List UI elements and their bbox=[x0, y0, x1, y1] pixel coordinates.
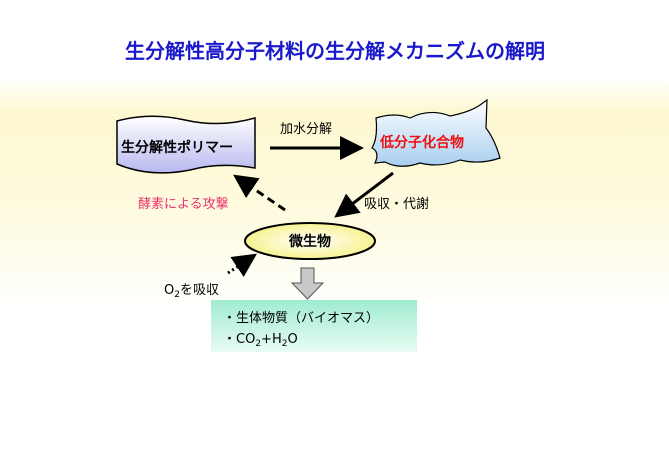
enzyme-attack-label: 酵素による攻撃 bbox=[138, 196, 229, 212]
polymer-node-shape bbox=[116, 115, 256, 174]
low-molecular-node-shape bbox=[371, 98, 501, 167]
products-box bbox=[211, 300, 417, 352]
product-biomass: ・生体物質（バイオマス） bbox=[223, 311, 379, 326]
microbe-node-label: 微生物 bbox=[288, 233, 331, 250]
absorption-label: 吸収・代謝 bbox=[364, 197, 429, 212]
absorption-arrow bbox=[334, 171, 394, 218]
background-band bbox=[0, 78, 669, 308]
low-molecular-node-label: 低分子化合物 bbox=[379, 134, 464, 151]
o2-absorb-label: O2を吸収 bbox=[164, 283, 219, 300]
hydrolysis-label: 加水分解 bbox=[280, 122, 332, 137]
product-co2-h2o: ・CO2+H2O bbox=[223, 332, 298, 349]
microbe-node-shape bbox=[244, 222, 376, 260]
page-title: 生分解性高分子材料の生分解メカニズムの解明 bbox=[125, 39, 545, 63]
enzyme-attack-arrow bbox=[233, 174, 286, 212]
down-arrow-icon bbox=[290, 267, 325, 300]
polymer-node-label: 生分解性ポリマー bbox=[121, 139, 233, 156]
